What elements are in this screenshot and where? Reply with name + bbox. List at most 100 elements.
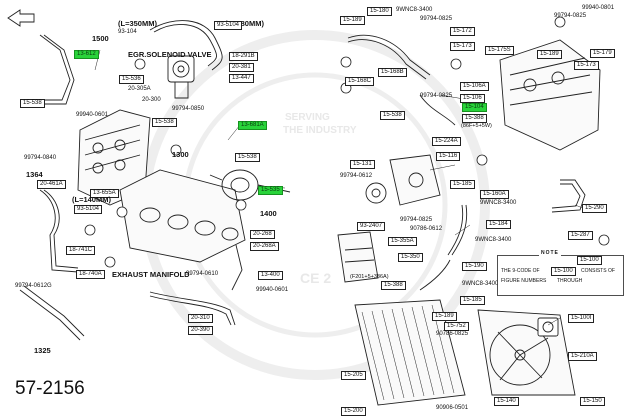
part-label-18-741c[interactable]: 18-741C (66, 246, 96, 255)
part-label-15-104-highlight[interactable]: 15-104 (462, 103, 487, 112)
part-label-20-381[interactable]: 20-381 (229, 63, 254, 72)
note-line2-b: THROUGH (557, 278, 583, 284)
part-label-15-185-b[interactable]: 15-185 (460, 296, 485, 305)
part-label-1364[interactable]: 1364 (26, 170, 43, 179)
part-label-15-150[interactable]: 15-150 (580, 397, 605, 406)
part-label-13-447[interactable]: 13-447 (229, 74, 254, 83)
part-label-15-168c[interactable]: 15-168C (345, 77, 375, 86)
part-label-1400[interactable]: 1400 (260, 209, 277, 218)
part-label-15-538-left[interactable]: 15-538 (20, 99, 45, 108)
part-label-99794-0612[interactable]: 99794-0612 (340, 173, 373, 179)
part-label-15-200[interactable]: 15-200 (341, 407, 366, 416)
part-label-13-681a-highlight[interactable]: 13-681A (238, 121, 267, 130)
part-label-15-210a[interactable]: 15-210A (568, 352, 597, 361)
part-label-99940-0601[interactable]: 99940-0601 (76, 112, 109, 118)
part-label-15-538-right[interactable]: 15-538 (235, 153, 260, 162)
part-label-13-612-highlight[interactable]: 13-612 (74, 50, 99, 59)
part-label-15-100i[interactable]: 15-100I (568, 314, 595, 323)
part-label-99794-0825-d[interactable]: 99794-0825 (554, 13, 587, 19)
part-label-20-305a[interactable]: 20-305A (128, 86, 151, 92)
part-label-1300[interactable]: 1300 (172, 150, 189, 159)
part-label-20-461a[interactable]: 20-461A (37, 180, 66, 189)
part-label-15-106a[interactable]: 15-106A (460, 82, 489, 91)
part-label-15-350[interactable]: 15-350 (398, 253, 423, 262)
part-label-20-310[interactable]: 20-310 (188, 314, 213, 323)
part-label-99794-0825-c[interactable]: 99794-0825 (400, 217, 433, 223)
part-label-99794-0825-b[interactable]: 99794-0825 (420, 93, 453, 99)
part-label-15-189-c[interactable]: 15-189 (537, 50, 562, 59)
part-label-93-2407[interactable]: 93-2407 (357, 222, 386, 231)
part-label-20-268a[interactable]: 20-268A (250, 242, 279, 251)
part-label-15-538-mid[interactable]: 15-538 (152, 118, 177, 127)
bypass-pipe-part (149, 244, 243, 326)
part-label-15-172[interactable]: 15-172 (450, 27, 475, 36)
part-label-90906-0501[interactable]: 90906-0501 (436, 405, 469, 411)
part-label-15-224a[interactable]: 15-224A (432, 137, 461, 146)
part-label-99794-0612g[interactable]: 99794-0612G (15, 283, 52, 289)
part-label-93-5104[interactable]: 93-5104 (214, 21, 243, 30)
direction-arrow-icon (7, 9, 35, 27)
part-label-15-388-b[interactable]: 15-388 (381, 281, 406, 290)
part-label-99940-0601-bottom[interactable]: 99940-0601 (256, 287, 289, 293)
part-label-15-185[interactable]: 15-185 (450, 180, 475, 189)
part-label-90786-0825[interactable]: 90786-0825 (436, 331, 469, 337)
part-label-15-175s[interactable]: 15-175S (485, 46, 514, 55)
part-label-15-180[interactable]: 15-180 (367, 7, 392, 16)
part-label-15-287[interactable]: 15-287 (568, 231, 593, 240)
part-label-99794-0610[interactable]: 99794-0610 (186, 271, 219, 277)
part-label-15-106[interactable]: 15-106 (460, 94, 485, 103)
part-label-93-5104-left[interactable]: 93-5104 (74, 205, 103, 214)
part-label-90786-0612[interactable]: 90786-0612 (410, 226, 443, 232)
part-label-15-190[interactable]: 15-190 (462, 262, 487, 271)
part-label-15-189-b[interactable]: 15-189 (432, 312, 457, 321)
part-label-9wnc8-3400[interactable]: 9WNC8-3400 (396, 7, 433, 13)
part-label-15-131[interactable]: 15-131 (350, 160, 375, 169)
ref-marker-i-1 (476, 154, 488, 166)
ref-marker-y-2 (84, 224, 96, 236)
ref-marker-x-1 (235, 199, 247, 211)
part-label-15-160a[interactable]: 15-160A (480, 190, 509, 199)
part-label-1500[interactable]: 1500 (92, 34, 109, 43)
part-label-9wnc8-3400-d[interactable]: 9WNC8-3400 (462, 281, 499, 287)
part-label-15-116[interactable]: 15-116 (436, 152, 461, 161)
part-label-20-390[interactable]: 20-390 (188, 326, 213, 335)
label-l350: (L=350MM) (118, 19, 157, 28)
part-label-15-535-highlight[interactable]: 15-535 (258, 186, 283, 195)
part-label-99794-0840[interactable]: 99794-0840 (24, 155, 57, 161)
part-label-9wnc8-3400-c[interactable]: 9WNC8-3400 (475, 237, 512, 243)
part-label-99794-0850[interactable]: 99794-0850 (172, 106, 205, 112)
part-label-13-400[interactable]: 13-400 (258, 271, 283, 280)
part-label-13-655a[interactable]: 13-655A (90, 189, 119, 198)
part-label-99940-0801[interactable]: 99940-0801 (582, 5, 615, 11)
diagram-number: 57-2156 (15, 378, 85, 399)
part-label-15-168b[interactable]: 15-168B (378, 68, 407, 77)
part-label-15-184[interactable]: 15-184 (486, 220, 511, 229)
water-pump-part (365, 154, 441, 206)
part-label-15-538-right[interactable]: 15-538 (380, 111, 405, 120)
part-label-15-752[interactable]: 15-752 (444, 322, 469, 331)
part-label-15-205[interactable]: 15-205 (341, 371, 366, 380)
part-label-15-536[interactable]: 15-536 (119, 75, 144, 84)
part-label-15-189[interactable]: 15-189 (340, 16, 365, 25)
part-label-1325[interactable]: 1325 (34, 346, 51, 355)
part-label-99794-0825[interactable]: 99794-0825 (420, 16, 453, 22)
part-label-15-290[interactable]: 15-290 (582, 204, 607, 213)
part-label-18-740a[interactable]: 18-740A (76, 270, 105, 279)
part-label-15-388[interactable]: 15-388 (462, 114, 487, 123)
heater-pipe-part (551, 179, 586, 213)
part-label-18-291b[interactable]: 18-291B (229, 52, 258, 61)
part-label-15-173-b[interactable]: 15-173 (574, 61, 599, 70)
ref-marker-i-3 (554, 16, 566, 28)
part-label-15-173[interactable]: 15-173 (450, 42, 475, 51)
part-label-20-268[interactable]: 20-268 (250, 230, 275, 239)
part-label-15-179[interactable]: 15-179 (590, 49, 615, 58)
fan-motor-part (537, 317, 559, 337)
part-label-15-140[interactable]: 15-140 (494, 397, 519, 406)
part-label-93-104[interactable]: 93-104 (118, 29, 137, 35)
part-label-20-300[interactable]: 20-300 (142, 97, 161, 103)
part-label-15-388-spec: (86F+5+5W) (461, 123, 492, 129)
part-label-15-355a[interactable]: 15-355A (388, 237, 417, 246)
ref-marker-z-1 (134, 58, 146, 70)
part-label-9wnc8-3400-b[interactable]: 9WNC8-3400 (480, 200, 517, 206)
